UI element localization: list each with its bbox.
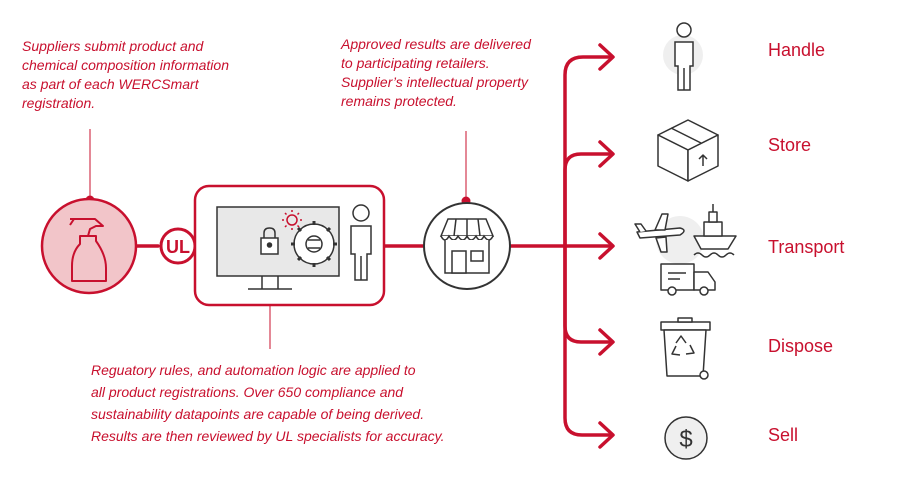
arrowhead-sell — [598, 421, 615, 449]
branch-store — [563, 152, 614, 248]
recycle-bin-icon — [660, 317, 711, 380]
arrowhead-dispose — [598, 328, 615, 356]
retail-store-node — [423, 202, 511, 290]
processing-box — [193, 184, 386, 307]
handle-person-icon — [663, 22, 703, 91]
branch-dispose — [563, 244, 614, 344]
destination-label-store: Store — [768, 135, 812, 155]
svg-text:$: $ — [679, 426, 692, 453]
ul-logo: UL — [159, 227, 197, 265]
plane-icon — [636, 227, 685, 239]
spray-bottle-node — [40, 197, 138, 295]
plane-ship-truck-icon — [634, 204, 737, 296]
approved-results-note: Approved results are delivered to partic… — [341, 36, 531, 109]
arrowhead-handle — [598, 43, 615, 71]
branch-bottom — [563, 244, 614, 437]
suppliers-note: Suppliers submit product and chemical co… — [22, 38, 229, 111]
arrowhead-transport — [598, 232, 615, 260]
arrowhead-store — [598, 140, 615, 168]
ship-icon — [693, 235, 737, 250]
specialist-person-icon — [350, 204, 372, 281]
sun-icon — [282, 210, 302, 230]
destination-label-handle: Handle — [768, 40, 826, 60]
storefront-icon — [439, 218, 495, 274]
destination-label-sell: Sell — [768, 425, 799, 445]
lock-icon — [260, 227, 279, 255]
ul-logo-text: UL — [166, 237, 190, 257]
truck-icon — [660, 263, 695, 291]
branch-top — [563, 55, 614, 248]
rules-note: Reguatory rules, and automation logic ar… — [91, 362, 445, 444]
spray-node-circle — [40, 197, 138, 295]
box-icon — [657, 119, 719, 182]
gear-icon — [291, 221, 337, 267]
spray-bottle-icon — [69, 218, 107, 282]
destination-label-transport: Transport — [768, 237, 845, 257]
dollar-coin-icon: $ — [664, 416, 708, 460]
connector-lines — [134, 43, 615, 449]
destination-label-dispose: Dispose — [768, 336, 834, 356]
